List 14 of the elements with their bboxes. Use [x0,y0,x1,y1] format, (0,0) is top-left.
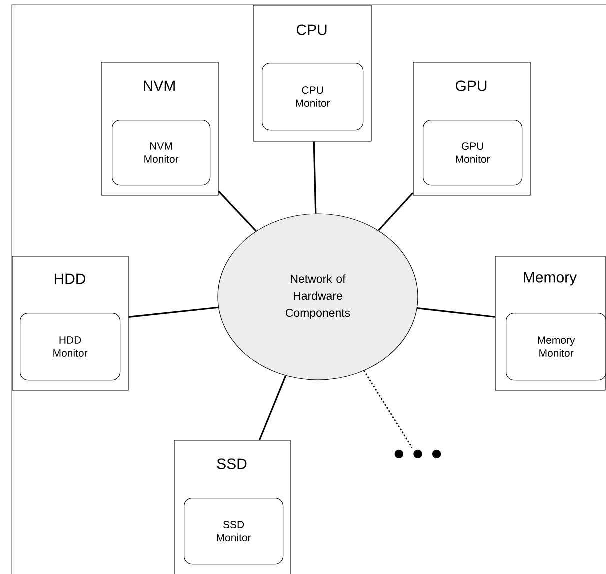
monitor-box: NVM Monitor [112,120,211,186]
connector-line [218,190,257,232]
connector-line [417,308,496,318]
monitor-box: Memory Monitor [506,313,606,381]
ellipsis: • • • [394,450,442,459]
connector-line [313,142,317,214]
connector-line [378,192,414,232]
dotted-line [364,370,413,448]
monitor-box: GPU Monitor [423,120,523,186]
connector-line [259,376,287,440]
connector-line [128,306,219,318]
monitor-box: HDD Monitor [20,313,121,381]
monitor-box: SSD Monitor [184,498,284,565]
monitor-box: CPU Monitor [262,63,364,131]
